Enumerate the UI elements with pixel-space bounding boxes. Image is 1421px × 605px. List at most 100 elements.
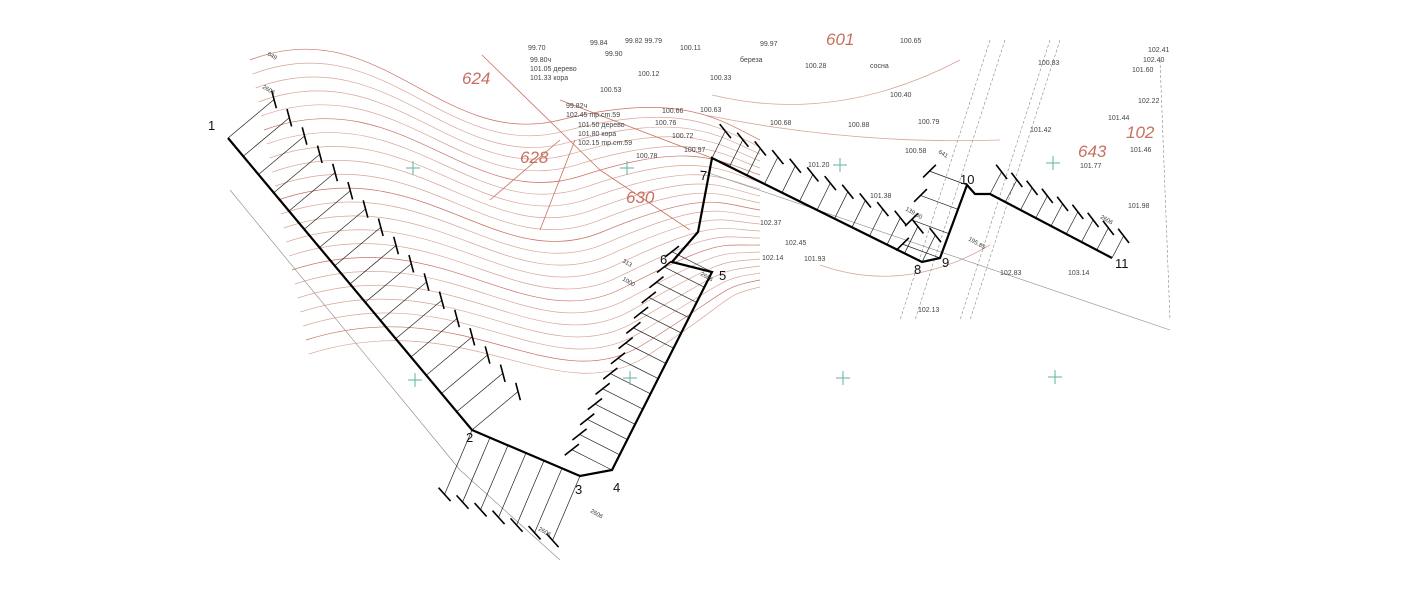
contour-label: 102	[1126, 123, 1155, 142]
elevation-label: 100.76	[655, 120, 677, 127]
contour-line	[289, 236, 761, 290]
hatch-line	[516, 460, 545, 526]
contour-line	[266, 132, 761, 195]
hatch-line	[911, 219, 950, 234]
survey-note: 99.80ч	[530, 57, 552, 64]
elevation-label: 101.60	[1132, 67, 1154, 74]
elevation-label: 100.97	[684, 147, 706, 154]
elevation-label: 102.13	[918, 307, 940, 314]
tick-mark	[469, 327, 476, 346]
tick-mark	[824, 175, 837, 191]
tick-mark	[564, 443, 580, 456]
elevation-label: 102.41	[1148, 47, 1170, 54]
tick-mark	[913, 188, 928, 203]
tick-mark	[571, 428, 588, 441]
survey-line	[559, 99, 731, 166]
dimension-label: 649	[266, 52, 278, 63]
contour-line	[258, 90, 761, 162]
elevation-label: 102.37	[760, 220, 782, 227]
tick-mark	[473, 502, 488, 517]
hatch-line	[1065, 211, 1079, 235]
tick-mark	[316, 145, 323, 164]
elevation-label: 101.44	[1108, 115, 1130, 122]
tick-mark	[841, 184, 855, 200]
point-label-11: 11	[1115, 256, 1129, 271]
grid-cross-icon	[1048, 370, 1062, 384]
tick-mark	[904, 212, 919, 227]
hatch-line	[640, 312, 682, 334]
contour-line	[294, 251, 761, 314]
dimension-label: 641	[937, 150, 949, 161]
hatch-line	[869, 208, 884, 237]
tick-mark	[995, 164, 1008, 180]
hatch-line	[799, 174, 814, 202]
hatch-line	[1020, 187, 1033, 211]
elevation-label: 100.78	[636, 153, 658, 160]
reference-line	[914, 39, 1006, 321]
contour-label: 628	[520, 148, 549, 167]
elevation-label: 100.12	[638, 71, 660, 78]
elevation-label: 100.58	[905, 148, 927, 155]
hatch-line	[904, 226, 919, 254]
contour-line	[711, 59, 961, 105]
tick-mark	[1026, 180, 1039, 196]
tick-mark	[347, 181, 354, 200]
survey-line	[489, 139, 561, 201]
hatch-line	[349, 245, 397, 285]
tick-mark	[408, 254, 415, 273]
tick-mark	[754, 140, 767, 156]
point-label-9: 9	[942, 255, 949, 270]
elevation-label: 102.40	[1143, 57, 1165, 64]
hatch-line	[920, 195, 959, 210]
tick-mark	[331, 163, 339, 182]
elevation-label: 101.93	[804, 256, 826, 263]
elevation-label: 99.90	[605, 51, 623, 58]
survey-note: 101.33 кора	[530, 75, 568, 82]
survey-note: 101.80 кора	[578, 131, 616, 138]
elevation-label: 99.97	[760, 41, 778, 48]
tick-mark	[876, 201, 890, 217]
elevation-label: 102.22	[1138, 98, 1160, 105]
elevation-label: 101.46	[1130, 147, 1152, 154]
hatch-line	[764, 156, 779, 185]
tick-mark	[1041, 188, 1054, 204]
point-label-3: 3	[575, 482, 582, 497]
contour-line	[305, 279, 761, 362]
reference-line	[459, 469, 561, 561]
tick-mark	[771, 149, 785, 165]
tick-mark	[895, 237, 910, 252]
hatch-line	[258, 135, 305, 175]
contour-line	[269, 146, 761, 207]
dimension-label: 2606	[261, 85, 276, 97]
tick-mark	[789, 158, 802, 174]
hatch-line	[273, 154, 321, 194]
tick-mark	[484, 346, 491, 364]
contour-line	[283, 215, 761, 266]
survey-line	[599, 169, 691, 231]
grid-cross-icon	[408, 373, 422, 387]
tick-mark	[527, 525, 542, 540]
hatch-line	[746, 148, 761, 176]
tick-mark	[1071, 204, 1084, 220]
contour-line	[297, 258, 761, 326]
elevation-label: 100.83	[1038, 60, 1060, 67]
contour-line	[300, 265, 761, 338]
elevation-label: 99.84	[590, 40, 608, 47]
hatch-line	[816, 182, 831, 211]
reference-lines	[229, 39, 1171, 561]
survey-note: 101.05 дерево	[530, 66, 577, 73]
tick-mark	[301, 127, 308, 145]
elevation-label: 101.42	[1030, 127, 1052, 134]
hatch-line	[1111, 235, 1124, 259]
tick-mark	[656, 260, 672, 274]
survey-line	[481, 54, 601, 171]
hatch-line	[498, 452, 527, 518]
hatch-line	[410, 318, 458, 358]
point-label-4: 4	[613, 480, 620, 495]
hatch-line	[380, 281, 427, 321]
elevation-label: 102.83	[1000, 270, 1022, 277]
hatch-line	[480, 445, 509, 510]
elevation-label: 102.14	[762, 255, 784, 262]
dimension-label: 139.30	[904, 207, 923, 222]
